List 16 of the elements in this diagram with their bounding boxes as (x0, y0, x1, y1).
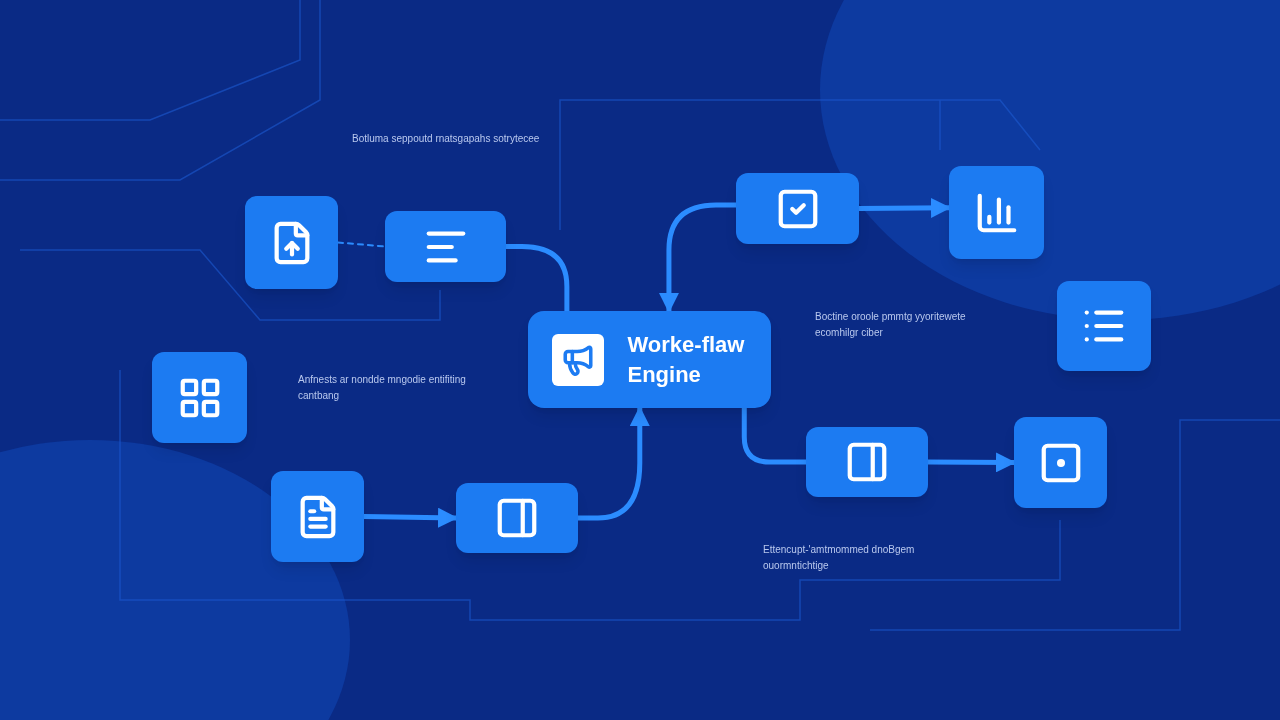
icon-tile (949, 166, 1044, 259)
icon-tile (736, 173, 859, 244)
icon-tile (1057, 281, 1151, 371)
icon-tile (456, 483, 578, 553)
annotation-text: Ettencupt-'amtmommed dnoBgem ouormntichtige (763, 543, 916, 573)
annotation-text: Boctine oroole pmmtg yyoritewete ecomhilgr ciber (815, 310, 967, 340)
annotation-text: Anfnests ar nondde mngodie entifiting cantbang (298, 373, 467, 403)
icon-tile (271, 471, 364, 562)
icon-tile (245, 196, 338, 289)
process-box (528, 311, 771, 408)
icon-tile (152, 352, 247, 443)
annotation-text: Botluma seppoutd rnatsgapahs sotrytecee (352, 132, 541, 146)
icon-tile (1014, 417, 1107, 508)
icon-tile (806, 427, 928, 497)
node-title: Worke-flaw Engine (627, 330, 746, 389)
icon-tile (385, 211, 506, 282)
